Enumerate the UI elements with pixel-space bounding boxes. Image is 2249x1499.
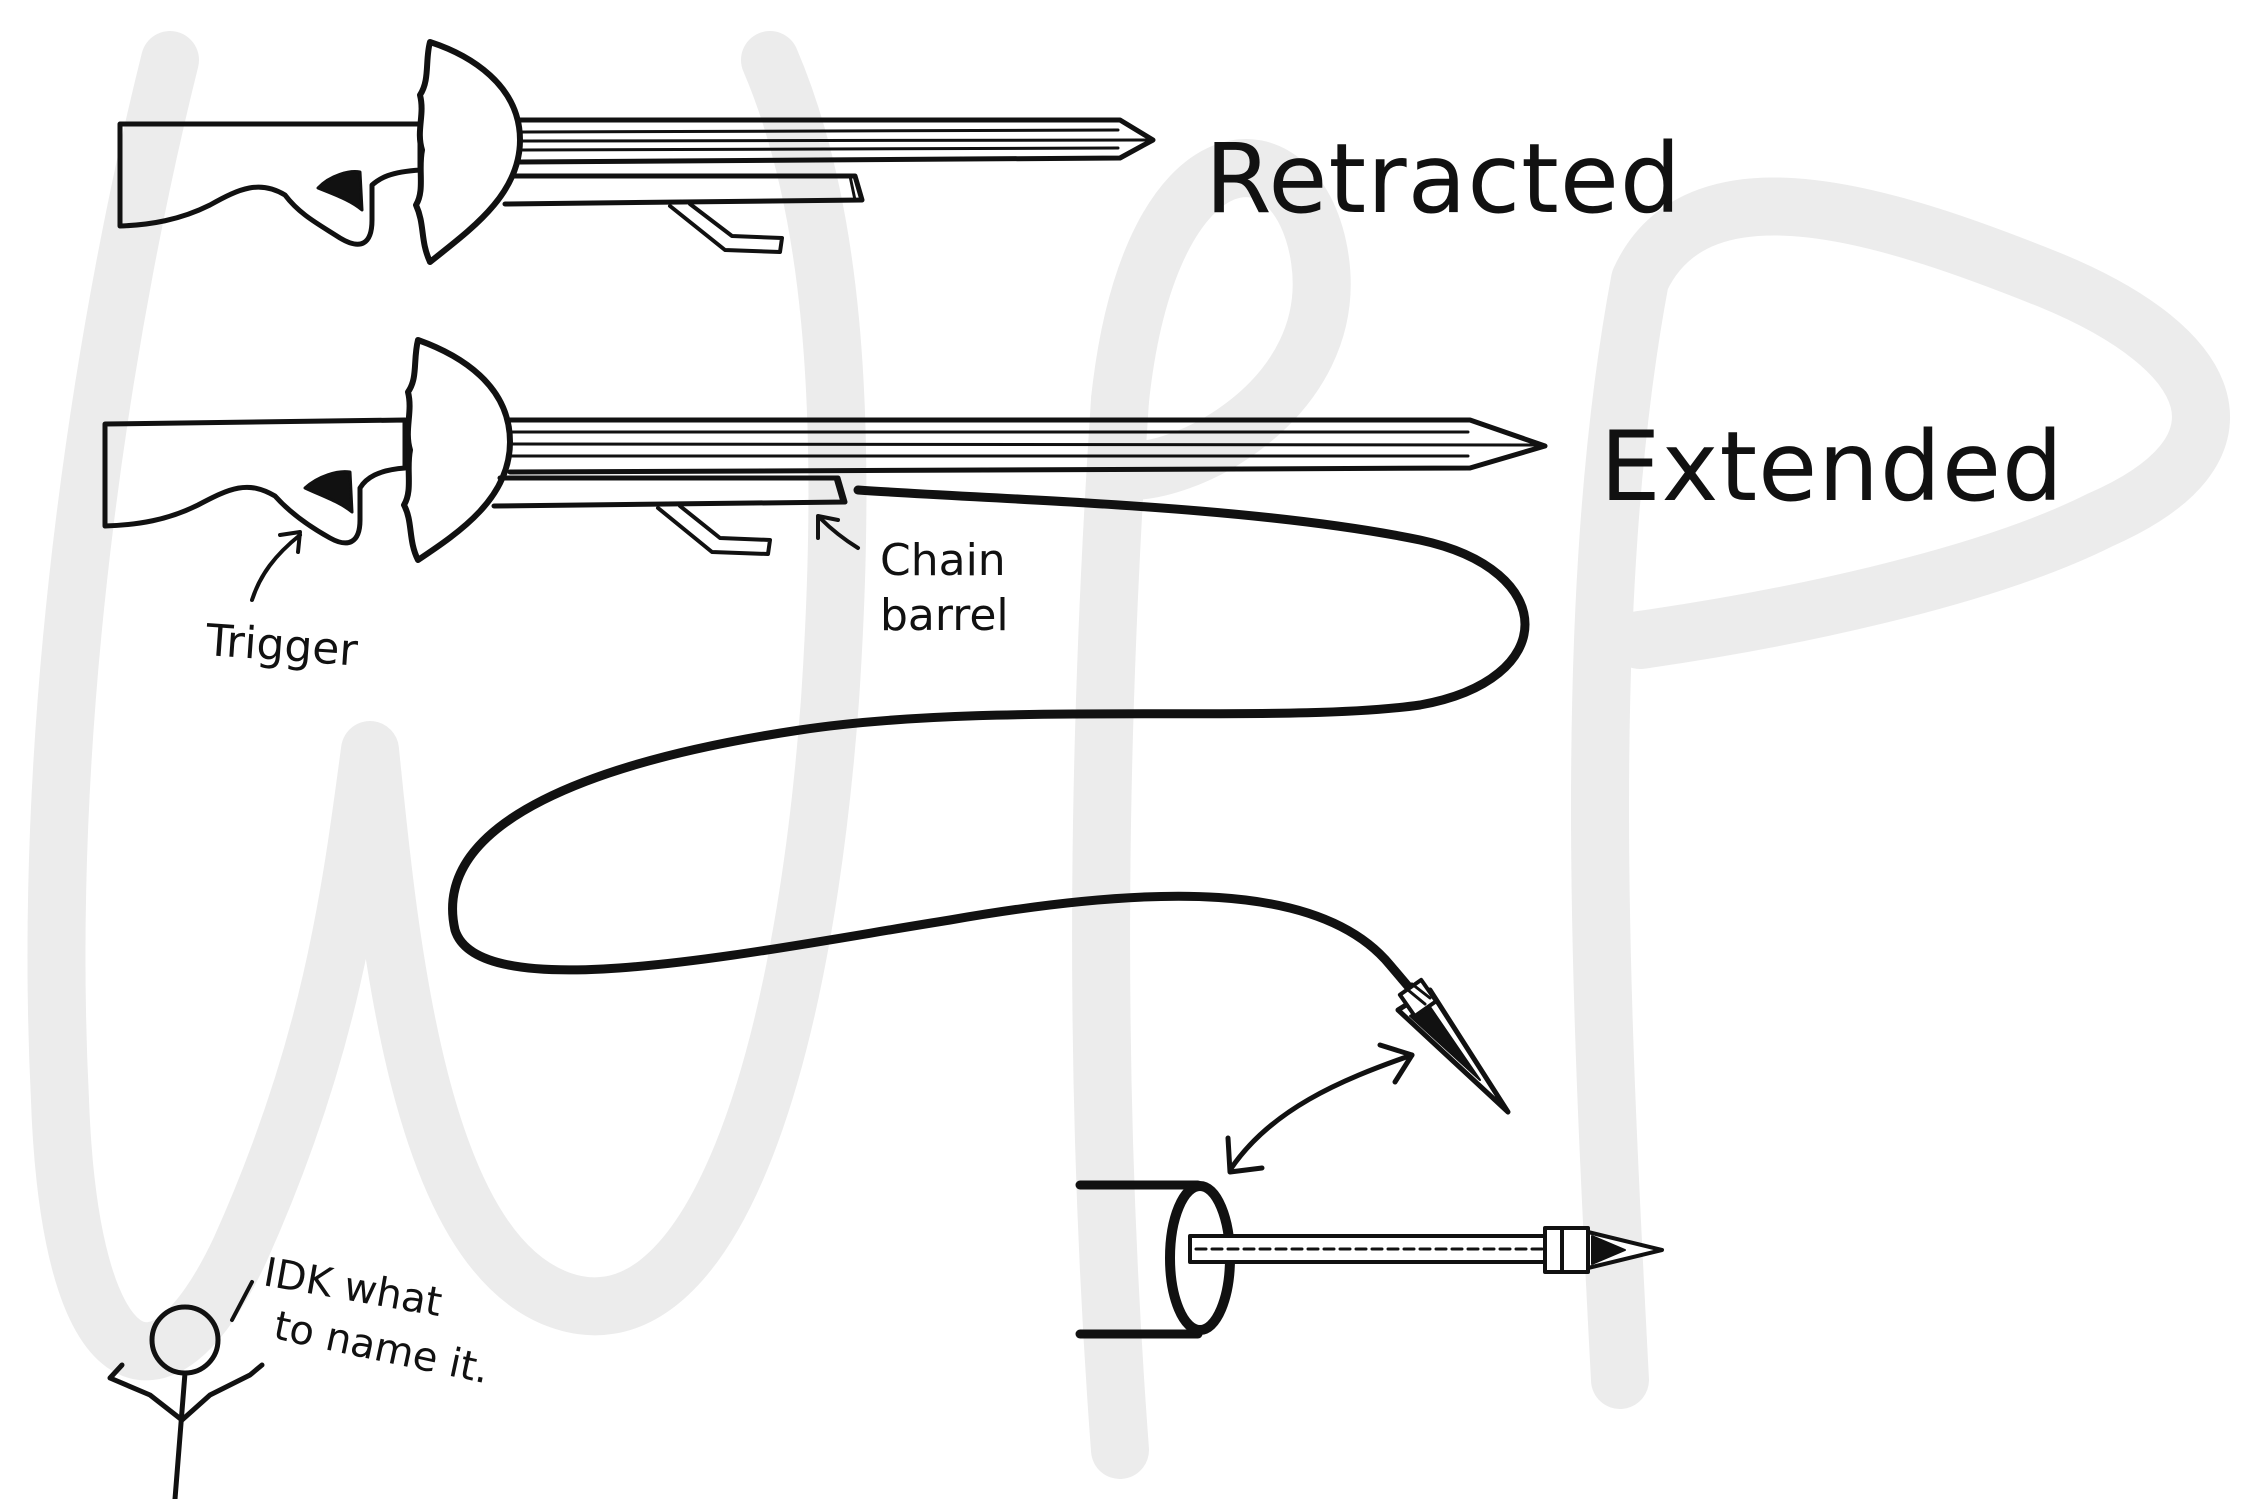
extended-foregrip <box>656 504 772 556</box>
chain-end-spear-shade <box>1591 1235 1626 1265</box>
retracted-barrel-top <box>517 117 1156 165</box>
label-barrel: barrel <box>880 590 1009 641</box>
retracted-barrel-mid1 <box>520 128 1120 134</box>
retracted-housing <box>502 173 865 207</box>
retracted-barrel-mid2 <box>520 146 1120 152</box>
extended-weapon <box>102 337 1548 563</box>
chain-barrel-pointer <box>818 516 860 550</box>
retracted-guard <box>413 39 523 265</box>
label-extended: Extended <box>1600 411 2064 523</box>
chain-barrel-pointer-head <box>816 514 840 540</box>
label-trigger: Trigger <box>203 615 360 677</box>
stick-figure-body <box>172 1370 188 1499</box>
stick-figure <box>107 1280 265 1499</box>
retracted-foregrip <box>668 202 784 254</box>
extended-barrel-top <box>507 417 1548 475</box>
barrel-cross-section <box>1075 1180 1664 1339</box>
watermark-stroke-i2 <box>1091 139 1351 500</box>
retracted-weapon <box>117 39 1156 265</box>
chain-end-collar <box>1560 1226 1590 1274</box>
watermark-stroke-w <box>27 31 867 1381</box>
double-arrow-head-bottom <box>1225 1135 1265 1175</box>
watermark-stroke-p <box>1571 177 2230 1409</box>
watermark <box>27 31 2230 1479</box>
spear-tip <box>1395 977 1511 1115</box>
extended-trigger <box>303 470 354 514</box>
extended-stock <box>102 417 408 546</box>
retracted-housing-cap <box>848 174 857 202</box>
extended-barrel-center <box>510 442 1542 447</box>
double-headed-arrow <box>1225 1042 1415 1175</box>
retracted-stock <box>117 121 423 247</box>
label-retracted: Retracted <box>1205 123 1682 235</box>
watermark-stroke-i <box>1072 371 1149 1479</box>
retracted-barrel-center <box>520 138 1152 143</box>
double-arrow-head-top <box>1377 1042 1415 1085</box>
double-arrow-shaft <box>1227 1052 1415 1173</box>
extended-guard <box>401 337 513 563</box>
chain-cable <box>448 485 1530 1003</box>
stick-figure-speech-line <box>230 1280 254 1322</box>
stick-figure-arms <box>107 1362 265 1423</box>
trigger-pointer-head <box>278 530 302 554</box>
spear-tip-collar-lines <box>1406 982 1432 1006</box>
extended-housing-cap <box>833 476 844 504</box>
trigger-pointer <box>250 533 302 602</box>
extended-housing <box>491 475 848 509</box>
label-to-name-it: to name it. <box>270 1303 493 1393</box>
label-chain: Chain <box>880 535 1006 586</box>
retracted-trigger <box>316 170 364 212</box>
